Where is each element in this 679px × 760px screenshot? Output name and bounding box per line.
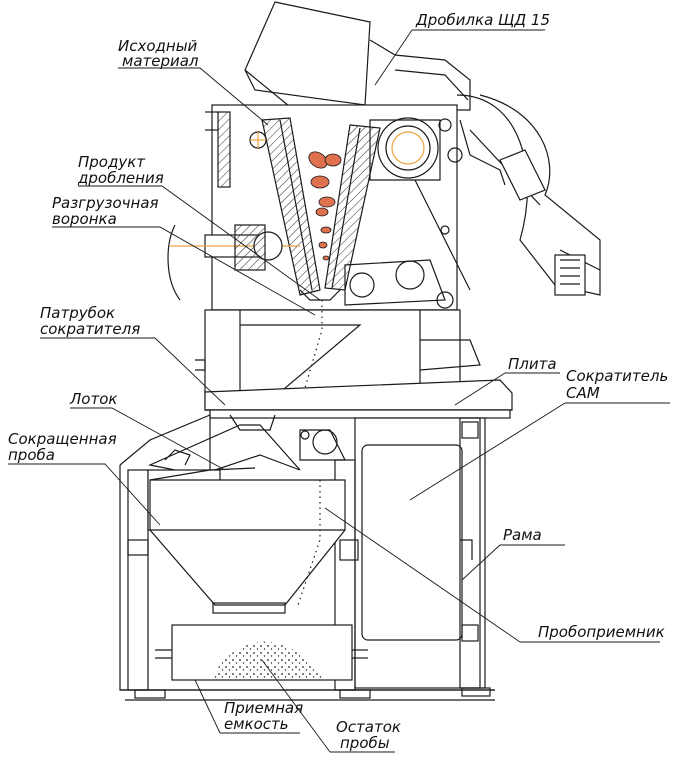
label-crushed-product-line1: Продукт: [78, 153, 146, 171]
label-unload-funnel-line1: Разгрузочная: [52, 194, 159, 212]
sample-receiver: [149, 479, 346, 614]
frame: [119, 414, 495, 701]
label-source-material-line2: материал: [122, 52, 199, 70]
label-divider-pipe-line1: Патрубок: [40, 304, 116, 322]
leader-lines: [8, 29, 670, 753]
label-frame: Рама: [503, 526, 542, 544]
label-receiving-tank-line1: Приемная: [224, 699, 304, 717]
label-divider-line2: САМ: [566, 384, 600, 402]
label-divider-line1: Сократитель: [566, 367, 669, 385]
label-sample-rest-line1: Остаток: [336, 718, 401, 736]
crusher-body: [167, 1, 601, 311]
label-reduced-sample-line1: Сокращенная: [8, 430, 117, 448]
label-chute: Лоток: [70, 390, 118, 408]
label-sample-receiver: Пробоприемник: [538, 623, 665, 641]
label-reduced-sample-line2: проба: [8, 446, 55, 464]
label-divider-pipe-line2: сократителя: [40, 320, 141, 338]
crushed-pieces: [308, 151, 342, 261]
label-sample-rest-line2: пробы: [340, 734, 390, 752]
sample-rest-pile: [212, 641, 325, 678]
divider-sam: [354, 417, 486, 689]
label-plate: Плита: [508, 355, 557, 373]
label-crusher: Дробилка ЩД 15: [416, 11, 551, 29]
label-receiving-tank-line2: емкость: [224, 715, 289, 733]
label-crushed-product-line2: дробления: [78, 169, 164, 187]
label-unload-funnel-line2: воронка: [52, 210, 117, 228]
label-source-material-line1: Исходный: [118, 37, 198, 55]
